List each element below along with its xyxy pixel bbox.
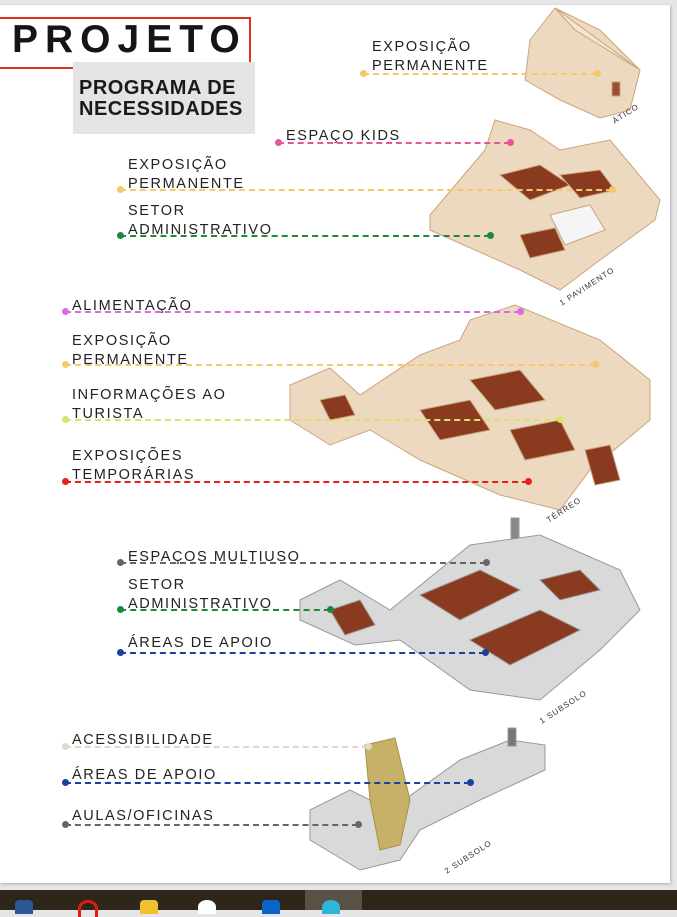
leader-end-dot: [326, 605, 334, 613]
label-line-2: TEMPORÁRIAS: [72, 467, 196, 483]
leader-line: [65, 419, 560, 421]
leader-line: [120, 609, 330, 611]
browser-icon[interactable]: [322, 900, 340, 914]
leader-end-dot: [593, 69, 601, 77]
leader-end-dot: [506, 138, 514, 146]
taskbar: [0, 890, 677, 917]
label-line-1: SETOR: [128, 577, 186, 593]
label-setor-administrativo-sub1: SETOR ADMINISTRATIVO: [128, 576, 273, 614]
label-line-1: ESPAÇOS MULTIUSO: [128, 549, 301, 565]
paint-icon[interactable]: [140, 900, 158, 914]
leader-start-dot: [61, 360, 69, 368]
leader-line: [120, 652, 485, 654]
label-acessibilidade: ACESSIBILIDADE: [72, 731, 214, 750]
leader-start-dot: [61, 742, 69, 750]
outlook-icon[interactable]: [262, 900, 280, 914]
label-line-1: ALIMENTAÇÃO: [72, 298, 193, 314]
label-areas-apoio-sub1: ÁREAS DE APOIO: [128, 634, 273, 653]
label-line-1: AULAS/OFICINAS: [72, 808, 215, 824]
leader-line: [120, 562, 486, 564]
leader-end-dot: [591, 360, 599, 368]
leader-start-dot: [359, 69, 367, 77]
label-line-1: EXPOSIÇÃO: [72, 333, 172, 349]
subtitle-background: [73, 62, 255, 134]
leader-end-dot: [516, 307, 524, 315]
leader-line: [278, 142, 510, 144]
label-line-1: ACESSIBILIDADE: [72, 732, 214, 748]
leader-line: [65, 481, 528, 483]
label-line-2: TURISTA: [72, 406, 145, 422]
label-setor-administrativo-1pav: SETOR ADMINISTRATIVO: [128, 202, 273, 240]
leader-line: [65, 824, 358, 826]
label-line-2: ADMINISTRATIVO: [128, 596, 273, 612]
label-line-1: EXPOSIÇÃO: [128, 157, 228, 173]
leader-end-dot: [354, 820, 362, 828]
basement-1-model: [299, 517, 641, 701]
label-line-1: EXPOSIÇÕES: [72, 448, 184, 464]
label-line-1: ÁREAS DE APOIO: [128, 635, 273, 651]
building-illustrations: [289, 7, 661, 871]
label-line-2: PERMANENTE: [128, 176, 245, 192]
label-line-1: ÁREAS DE APOIO: [72, 767, 217, 783]
poster-title: PROJETO: [12, 18, 247, 61]
leader-end-dot: [556, 415, 564, 423]
leader-start-dot: [116, 185, 124, 193]
label-informacoes-turista: INFORMAÇÕES AO TURISTA: [72, 386, 227, 424]
leader-line: [120, 189, 612, 191]
opera-icon[interactable]: [78, 900, 98, 917]
whatsapp-icon[interactable]: [198, 900, 216, 914]
leader-end-dot: [364, 742, 372, 750]
label-areas-apoio-sub2: ÁREAS DE APOIO: [72, 766, 217, 785]
label-line-1: SETOR: [128, 203, 186, 219]
label-espacos-multiuso: ESPAÇOS MULTIUSO: [128, 548, 301, 567]
leader-start-dot: [116, 231, 124, 239]
leader-line: [65, 364, 595, 366]
leader-line: [120, 235, 490, 237]
label-exposicoes-temporarias: EXPOSIÇÕES TEMPORÁRIAS: [72, 447, 195, 485]
leader-start-dot: [116, 558, 124, 566]
label-line-1: EXPOSIÇÃO: [372, 39, 472, 55]
leader-end-dot: [481, 648, 489, 656]
leader-end-dot: [486, 231, 494, 239]
label-exposicao-permanente-1pav: EXPOSIÇÃO PERMANENTE: [128, 156, 245, 194]
label-line-1: INFORMAÇÕES AO: [72, 387, 227, 403]
leader-end-dot: [608, 185, 616, 193]
first-floor-model: [429, 119, 661, 291]
leader-end-dot: [466, 778, 474, 786]
label-exposicao-permanente-attic: EXPOSIÇÃO PERMANENTE: [372, 38, 489, 76]
attic-model: [524, 7, 641, 119]
label-line-1: ESPAÇO KIDS: [286, 128, 401, 144]
ground-floor-model: [289, 304, 651, 511]
leader-line: [65, 311, 520, 313]
label-line-2: PERMANENTE: [372, 58, 489, 74]
leader-start-dot: [61, 307, 69, 315]
leader-start-dot: [61, 820, 69, 828]
leader-start-dot: [116, 605, 124, 613]
subtitle-line-2: NECESSIDADES: [79, 98, 243, 120]
label-alimentacao: ALIMENTAÇÃO: [72, 297, 192, 316]
leader-start-dot: [274, 138, 282, 146]
leader-start-dot: [61, 778, 69, 786]
leader-line: [363, 73, 597, 75]
label-line-2: PERMANENTE: [72, 352, 189, 368]
leader-end-dot: [524, 477, 532, 485]
leader-start-dot: [61, 415, 69, 423]
leader-start-dot: [116, 648, 124, 656]
leader-end-dot: [482, 558, 490, 566]
poster-subtitle: PROGRAMA DE NECESSIDADES: [79, 78, 243, 120]
subtitle-line-1: PROGRAMA DE: [79, 77, 236, 99]
label-espaco-kids: ESPAÇO KIDS: [286, 127, 401, 146]
basement-2-model: [309, 727, 546, 871]
leader-start-dot: [61, 477, 69, 485]
label-line-2: ADMINISTRATIVO: [128, 222, 273, 238]
label-aulas-oficinas: AULAS/OFICINAS: [72, 807, 214, 826]
leader-line: [65, 782, 470, 784]
word-icon[interactable]: [15, 900, 33, 914]
leader-line: [65, 746, 368, 748]
